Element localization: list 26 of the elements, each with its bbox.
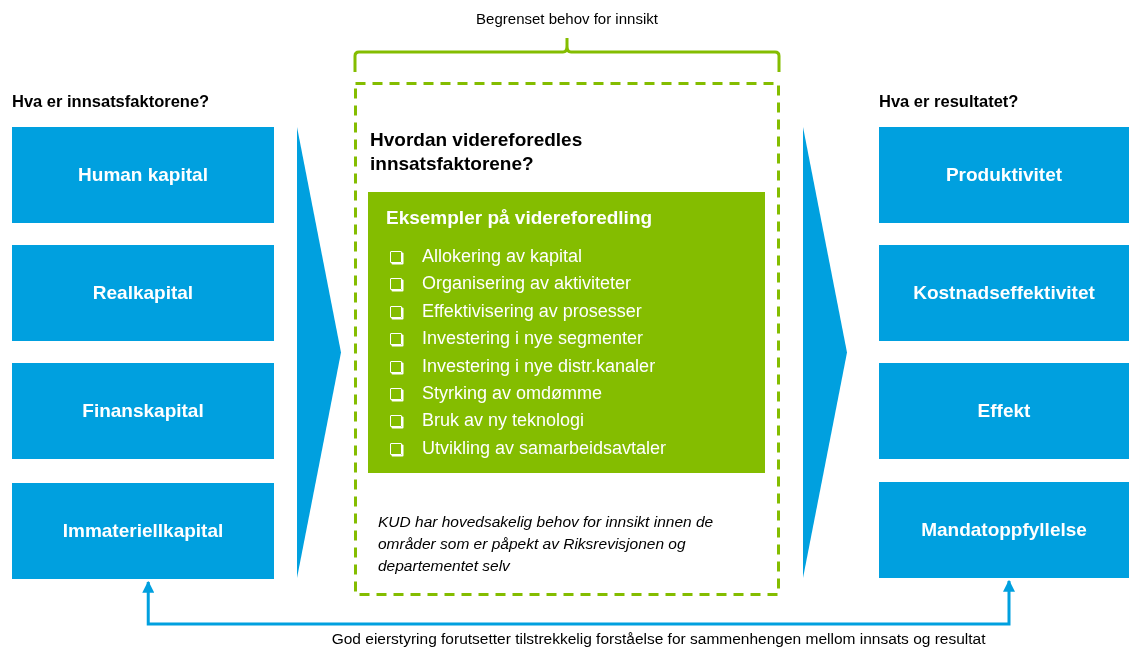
heading: Hvordan videreforedles innsatsfaktorene? — [370, 128, 584, 176]
column-heading: Hva er innsatsfaktorene? — [12, 92, 210, 111]
list-item: Organisering av aktiviteter — [422, 273, 632, 295]
list-item: Effektivisering av prosesser — [422, 300, 642, 322]
list-item: Bruk av ny teknologi — [422, 410, 585, 432]
category-box: Kostnadseffektivitet — [879, 245, 1129, 341]
example-panel — [368, 192, 765, 473]
panel-title: Eksempler på videreforedling — [386, 207, 653, 229]
category-box: Human kapital — [12, 127, 274, 223]
category-box: Produktivitet — [879, 127, 1129, 223]
list-item: Investering i nye distr.kanaler — [422, 355, 656, 377]
list-item: Investering i nye segmenter — [422, 328, 644, 350]
list-item: Utvikling av samarbeidsavtaler — [422, 437, 667, 459]
category-box: Mandatoppfyllelse — [879, 482, 1129, 578]
column-heading: Hva er resultatet? — [879, 92, 1019, 111]
list-item: Styrking av omdømme — [422, 383, 603, 404]
feedback-arrow — [142, 579, 1015, 626]
category-box: Effekt — [879, 363, 1129, 459]
category-box: Finanskapital — [12, 363, 274, 459]
bracket-label: Begrenset behov for innsikt — [475, 10, 659, 27]
category-box: Realkapital — [12, 245, 274, 341]
dashed-region — [354, 82, 780, 596]
list-item: Allokering av kapital — [422, 246, 583, 267]
note: KUD har hovedsakelig behov for innsikt innen de områder som er påpekt av Riksrevisjonen og departementet selv — [378, 512, 715, 576]
category-box: Immateriellkapital — [12, 483, 274, 579]
edge-label: God eierstyring forutsetter tilstrekkelig forståelse for sammenhengen mellom innsats og resultat — [330, 630, 987, 648]
